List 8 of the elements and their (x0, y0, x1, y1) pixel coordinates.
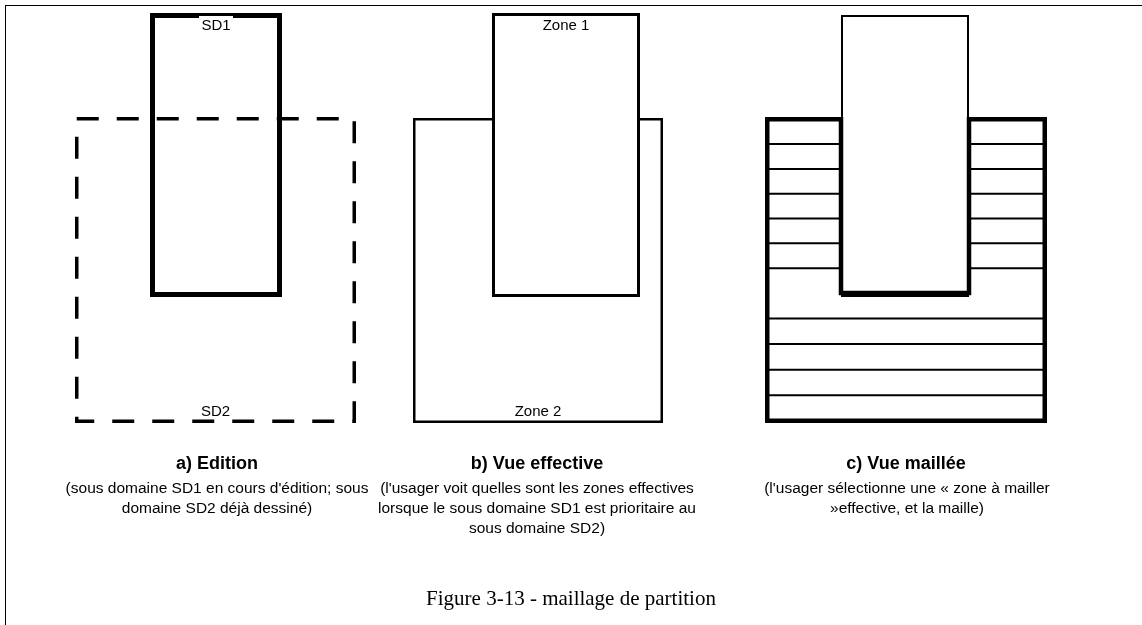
node-label: SD1 (199, 16, 233, 33)
panel-heading: c) Vue maillée (845, 453, 967, 473)
panel-heading: a) Edition (175, 453, 259, 473)
panel-description: (sous domaine SD1 en cours d'édition; sous domaine SD2 déjà dessiné) (64, 478, 370, 518)
panel-heading: b) Vue effective (469, 453, 605, 473)
panel-description: (l'usager voit quelles sont les zones effectives lorsque le sous domaine SD1 est prioritaire au sous domaine SD2) (377, 478, 697, 538)
figure-caption: Figure 3-13 - maillage de partition (426, 586, 716, 610)
panel-description: (l'usager sélectionne une « zone à mailler »effective, et la maille) (763, 478, 1051, 518)
